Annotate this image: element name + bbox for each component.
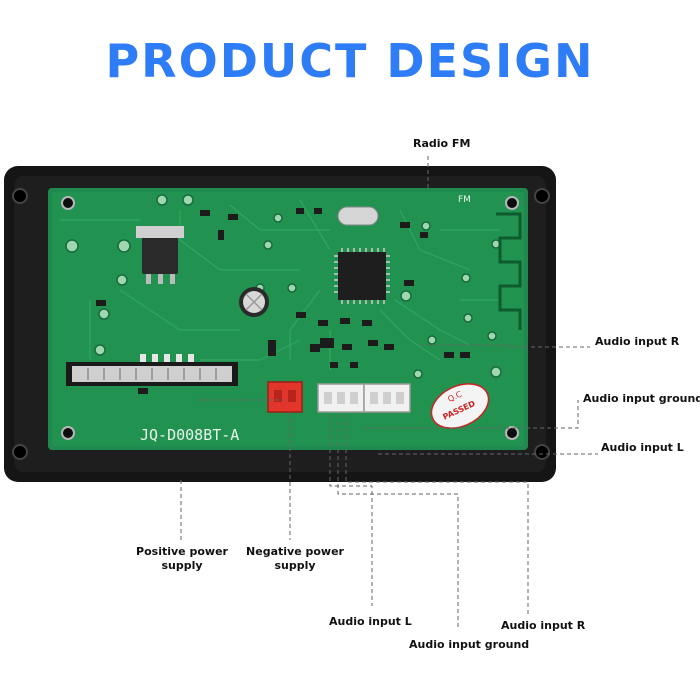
button-pins <box>140 354 194 366</box>
crystal-oscillator <box>337 206 379 226</box>
label-negative-power-supply: Negative power supply <box>230 545 360 573</box>
label-audio-input-l-right: Audio input L <box>601 441 684 454</box>
audio-connector-left <box>317 383 365 413</box>
pcb-hole <box>61 426 75 440</box>
frame-hole-top-left <box>12 188 28 204</box>
capacitor <box>239 287 269 317</box>
label-audio-input-ground-right: Audio input ground <box>583 392 700 405</box>
label-audio-input-l-bottom: Audio input L <box>329 615 412 628</box>
pcb-hole <box>61 196 75 210</box>
pcb-hole <box>505 196 519 210</box>
label-positive-power-line2: supply <box>161 559 203 572</box>
label-negative-power-line2: supply <box>274 559 316 572</box>
pcb-model-silkscreen: JQ-D008BT-A <box>140 426 239 444</box>
frame-hole-bottom-left <box>12 444 28 460</box>
label-positive-power-line1: Positive power <box>136 545 228 558</box>
label-positive-power-supply: Positive power supply <box>117 545 247 573</box>
frame-hole-top-right <box>534 188 550 204</box>
audio-connector-right <box>363 383 411 413</box>
main-ic-chip <box>334 248 390 304</box>
fm-silkscreen: FM <box>458 195 471 205</box>
page-title: PRODUCT DESIGN <box>105 34 595 88</box>
label-radio-fm: Radio FM <box>413 137 471 150</box>
bluetooth-antenna <box>496 212 522 330</box>
label-negative-power-line1: Negative power <box>246 545 344 558</box>
label-audio-input-ground-bottom: Audio input ground <box>409 638 530 651</box>
qc-passed-stamp <box>430 383 490 429</box>
label-audio-input-r-right: Audio input R <box>595 335 680 348</box>
pcb-hole <box>505 426 519 440</box>
frame-hole-bottom-right <box>534 444 550 460</box>
power-connector <box>267 381 303 413</box>
voltage-regulator <box>136 226 184 284</box>
sd-card-slot <box>66 362 238 386</box>
label-audio-input-r-bottom: Audio input R <box>501 619 586 632</box>
